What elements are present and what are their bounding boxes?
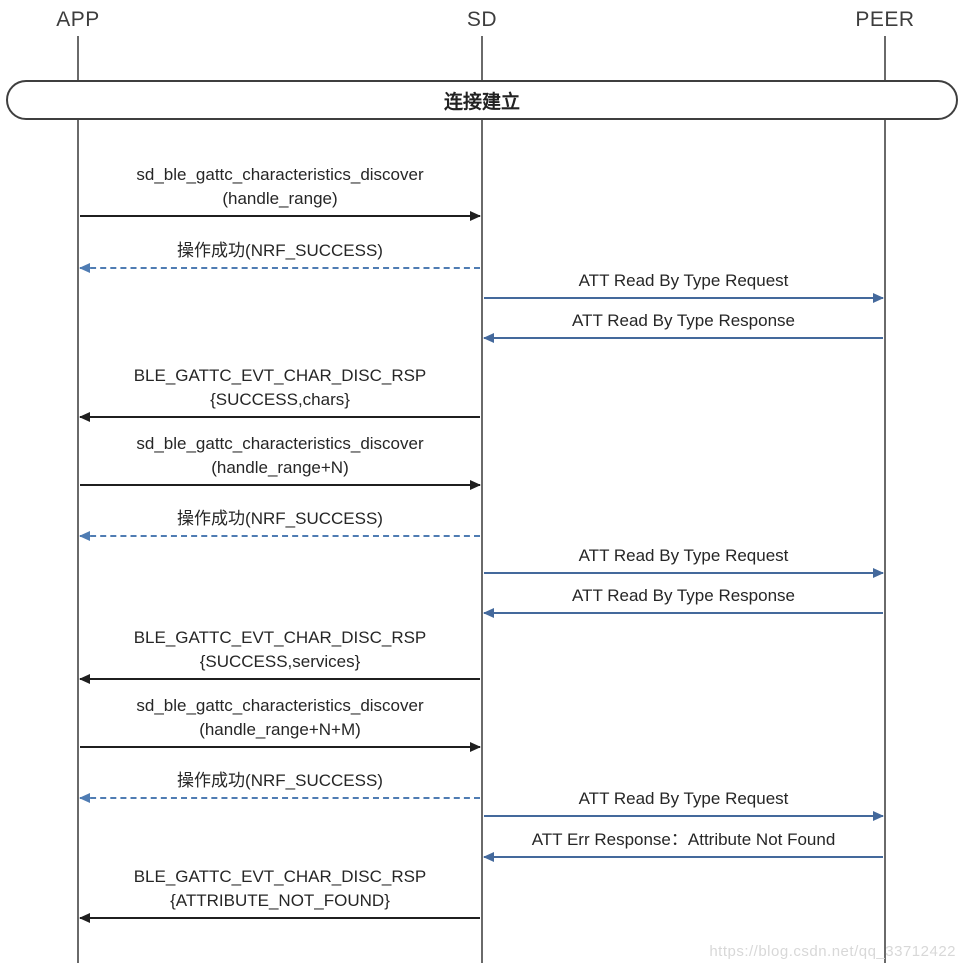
banner-label: 连接建立	[443, 91, 520, 113]
message-label: ATT Read By Type Request	[484, 269, 883, 293]
message-label: 操作成功(NRF_SUCCESS)	[80, 507, 480, 531]
message-line	[80, 535, 480, 537]
message-arrowhead	[79, 412, 90, 422]
message-label-line: ATT Read By Type Request	[578, 789, 789, 808]
message-label-line: ATT Read By Type Response	[571, 586, 795, 605]
message-arrowhead	[470, 742, 481, 752]
message-line	[80, 746, 480, 748]
message-label-line: 操作成功(NRF_SUCCESS)	[177, 771, 383, 790]
message-label: BLE_GATTC_EVT_CHAR_DISC_RSP {SUCCESS,char…	[80, 364, 480, 412]
message-line	[80, 678, 480, 680]
actor-label-sd: SD	[466, 8, 498, 31]
message-arrowhead	[873, 293, 884, 303]
message-label-line: BLE_GATTC_EVT_CHAR_DISC_RSP	[133, 628, 427, 647]
message-arrowhead	[79, 793, 90, 803]
message-arrowhead	[470, 211, 481, 221]
message-label-line: {ATTRIBUTE_NOT_FOUND}	[170, 891, 390, 910]
message-label-line: sd_ble_gattc_characteristics_discover	[136, 696, 424, 715]
message-label-line: BLE_GATTC_EVT_CHAR_DISC_RSP	[133, 366, 427, 385]
message-label: ATT Read By Type Response	[484, 309, 883, 333]
message-line	[484, 297, 883, 299]
message-line	[484, 337, 883, 339]
message-label: ATT Read By Type Request	[484, 544, 883, 568]
message-label-line: ATT Read By Type Request	[578, 271, 789, 290]
message-label-line: BLE_GATTC_EVT_CHAR_DISC_RSP	[133, 867, 427, 886]
message-arrowhead	[79, 263, 90, 273]
message-label-line: 操作成功(NRF_SUCCESS)	[177, 509, 383, 528]
message-line	[484, 612, 883, 614]
message-label-line: sd_ble_gattc_characteristics_discover	[136, 165, 424, 184]
lifeline-peer	[884, 36, 886, 963]
message-line	[80, 797, 480, 799]
lifeline-app	[77, 36, 79, 963]
message-line	[80, 267, 480, 269]
message-label-line: ATT Read By Type Response	[571, 311, 795, 330]
message-label-line: ATT Err Response：Attribute Not Found	[531, 830, 836, 849]
message-label: BLE_GATTC_EVT_CHAR_DISC_RSP {SUCCESS,serv…	[80, 626, 480, 674]
message-line	[484, 815, 883, 817]
message-label-line: (handle_range+N)	[211, 458, 349, 477]
message-label-line: ATT Read By Type Request	[578, 546, 789, 565]
actor-label-app: APP	[56, 8, 100, 31]
actor-label-peer: PEER	[855, 8, 915, 31]
message-label-line: sd_ble_gattc_characteristics_discover	[136, 434, 424, 453]
message-arrowhead	[483, 333, 494, 343]
message-arrowhead	[79, 531, 90, 541]
message-arrowhead	[483, 852, 494, 862]
message-label: BLE_GATTC_EVT_CHAR_DISC_RSP {ATTRIBUTE_NO…	[80, 865, 480, 913]
connection-established-banner: 连接建立	[6, 80, 958, 120]
message-line	[80, 416, 480, 418]
message-label: 操作成功(NRF_SUCCESS)	[80, 239, 480, 263]
message-label: ATT Read By Type Request	[484, 787, 883, 811]
message-label-line: (handle_range+N+M)	[199, 720, 361, 739]
message-line	[80, 917, 480, 919]
message-label-line: (handle_range)	[222, 189, 338, 208]
lifeline-sd	[481, 36, 483, 963]
message-arrowhead	[470, 480, 481, 490]
message-label: 操作成功(NRF_SUCCESS)	[80, 769, 480, 793]
message-line	[80, 215, 480, 217]
message-label-line: {SUCCESS,services}	[199, 652, 361, 671]
message-label-line: {SUCCESS,chars}	[210, 390, 350, 409]
watermark-url: https://blog.csdn.net/qq_33712422	[709, 943, 956, 960]
message-arrowhead	[873, 811, 884, 821]
message-label: ATT Err Response：Attribute Not Found	[484, 828, 883, 852]
message-label: sd_ble_gattc_characteristics_discover (ha…	[80, 432, 480, 480]
message-label-line: 操作成功(NRF_SUCCESS)	[177, 241, 383, 260]
message-line	[484, 572, 883, 574]
message-arrowhead	[79, 674, 90, 684]
message-label: sd_ble_gattc_characteristics_discover (ha…	[80, 163, 480, 211]
message-arrowhead	[79, 913, 90, 923]
message-arrowhead	[873, 568, 884, 578]
message-label: sd_ble_gattc_characteristics_discover (ha…	[80, 694, 480, 742]
message-line	[484, 856, 883, 858]
message-label: ATT Read By Type Response	[484, 584, 883, 608]
message-line	[80, 484, 480, 486]
message-arrowhead	[483, 608, 494, 618]
